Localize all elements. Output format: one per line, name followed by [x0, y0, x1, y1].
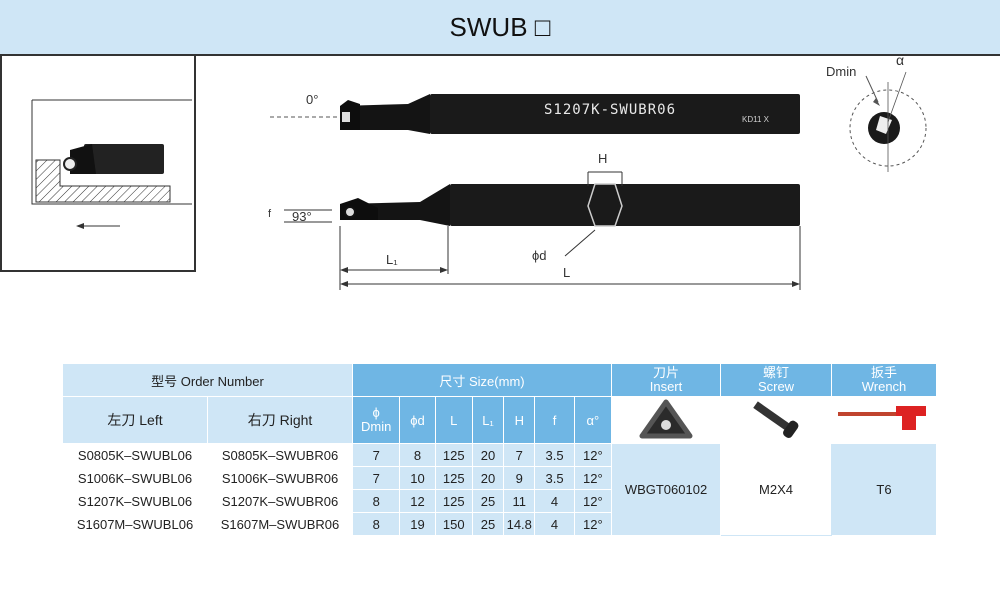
a-col-header: α° — [573, 396, 613, 444]
tool-engraving-small: KD11 X — [742, 115, 769, 124]
L1-cell: 25 — [471, 489, 505, 513]
left-code: S1207K–SWUBL06 — [62, 489, 208, 513]
screw-icon — [753, 400, 799, 438]
f-col-header: f — [534, 396, 575, 444]
screw-image — [720, 396, 832, 444]
table-row: S1607M–SWUBL06 S1607M–SWUBR06 8 19 150 2… — [62, 512, 937, 536]
right-code: S0805K–SWUBR06 — [207, 443, 353, 467]
series-box: SWUB □ — [0, 0, 1000, 272]
L1-cell: 20 — [471, 466, 505, 490]
insert-image — [611, 396, 721, 444]
d-cell: 12 — [399, 489, 436, 513]
tool-engraving: S1207K-SWUBR06 — [544, 102, 677, 118]
f-cell: 4 — [534, 512, 575, 536]
d-col-header: ϕd — [399, 396, 436, 444]
insert-icon — [639, 399, 693, 438]
dmin-cell: 8 — [351, 489, 401, 513]
L1-cell: 20 — [471, 443, 505, 467]
L-cell: 125 — [434, 489, 473, 513]
top-tool-shank — [430, 94, 800, 134]
H-cell: 9 — [503, 466, 536, 490]
L1-cell: 25 — [471, 512, 505, 536]
left-header: 左刀 Left — [62, 396, 208, 444]
a-cell: 12° — [573, 512, 613, 536]
boring-diagram — [31, 99, 192, 229]
end-view-diagram — [849, 71, 927, 172]
table-row: S1207K–SWUBL06 S1207K–SWUBR06 8 12 125 2… — [62, 489, 937, 513]
phid-label: ϕd — [532, 248, 547, 263]
angle-93-label: 93° — [292, 209, 312, 224]
screw-value: M2X4 — [720, 443, 832, 536]
left-code: S1006K–SWUBL06 — [62, 466, 208, 490]
wrench-image — [831, 396, 937, 444]
H-cell: 14.8 — [503, 512, 536, 536]
table-row: S1006K–SWUBL06 S1006K–SWUBR06 7 10 125 2… — [62, 466, 937, 490]
H-col-header: H — [503, 396, 536, 444]
top-tool-neck — [340, 94, 430, 134]
f-cell: 3.5 — [534, 466, 575, 490]
wrench-value: T6 — [831, 443, 937, 536]
d-cell: 10 — [399, 466, 436, 490]
a-cell: 12° — [573, 443, 613, 467]
L1-label: L₁ — [386, 252, 398, 267]
right-code: S1006K–SWUBR06 — [207, 466, 353, 490]
series-title: SWUB □ — [0, 0, 1000, 56]
insert-value: WBGT060102 — [611, 443, 721, 536]
L-cell: 150 — [434, 512, 473, 536]
a-cell: 12° — [573, 466, 613, 490]
angle-zero-label: 0° — [306, 92, 319, 107]
H-cell: 11 — [503, 489, 536, 513]
Dmin-label: Dmin — [826, 64, 857, 79]
right-code: S1607M–SWUBR06 — [207, 512, 353, 536]
L-cell: 125 — [434, 443, 473, 467]
dmin-cell: 7 — [351, 466, 401, 490]
tool-drawing — [270, 94, 801, 290]
L-label: L — [563, 265, 571, 280]
dmin-cell: 7 — [351, 443, 401, 467]
table-row: S0805K–SWUBL06 S0805K–SWUBR06 7 8 125 20… — [62, 443, 937, 536]
f-cell: 4 — [534, 489, 575, 513]
L-col-header: L — [434, 396, 473, 444]
left-code: S0805K–SWUBL06 — [62, 443, 208, 467]
size-header: 尺寸 Size(mm) — [352, 363, 612, 397]
order-number-header: 型号 Order Number — [62, 363, 353, 397]
d-cell: 19 — [399, 512, 436, 536]
H-cell: 7 — [503, 443, 536, 467]
dmin-cell: 8 — [351, 512, 401, 536]
L1-col-header: L₁ — [471, 396, 505, 444]
left-code: S1607M–SWUBL06 — [62, 512, 208, 536]
wrench-icon — [838, 405, 926, 430]
f-label: f — [268, 208, 272, 220]
d-cell: 8 — [399, 443, 436, 467]
f-cell: 3.5 — [534, 443, 575, 467]
right-header: 右刀 Right — [207, 396, 353, 444]
a-cell: 12° — [573, 489, 613, 513]
H-label: H — [598, 151, 608, 166]
L-cell: 125 — [434, 466, 473, 490]
right-code: S1207K–SWUBR06 — [207, 489, 353, 513]
alpha-label: α — [896, 52, 905, 68]
bottom-tool-shank — [450, 184, 800, 226]
